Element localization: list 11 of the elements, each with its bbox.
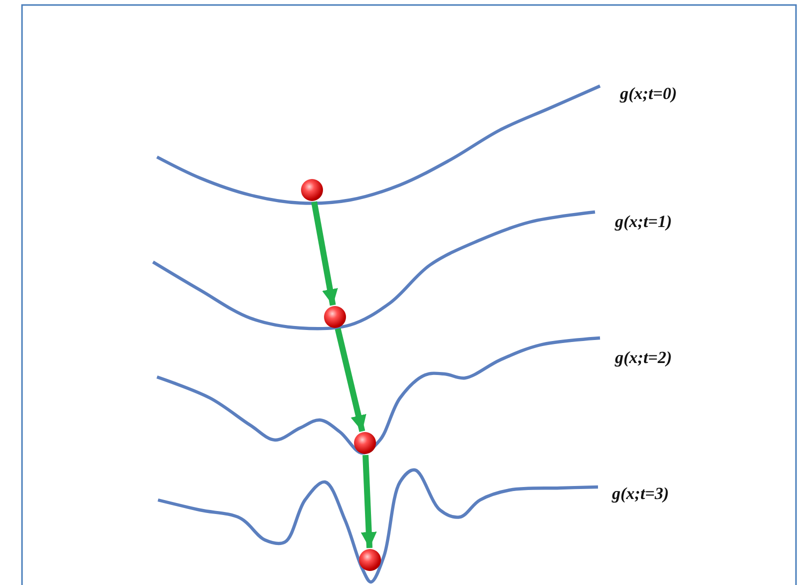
arrow	[311, 201, 338, 306]
ball	[354, 432, 376, 454]
curve-label: g(x;t=2)	[615, 348, 672, 368]
arrow	[334, 328, 366, 432]
curve-label: g(x;t=0)	[620, 84, 677, 104]
ball	[359, 549, 381, 571]
curve-label: g(x;t=1)	[615, 212, 672, 232]
ball	[324, 306, 346, 328]
arrow	[360, 454, 377, 548]
ball	[301, 179, 323, 201]
curve-label: g(x;t=3)	[612, 484, 669, 504]
